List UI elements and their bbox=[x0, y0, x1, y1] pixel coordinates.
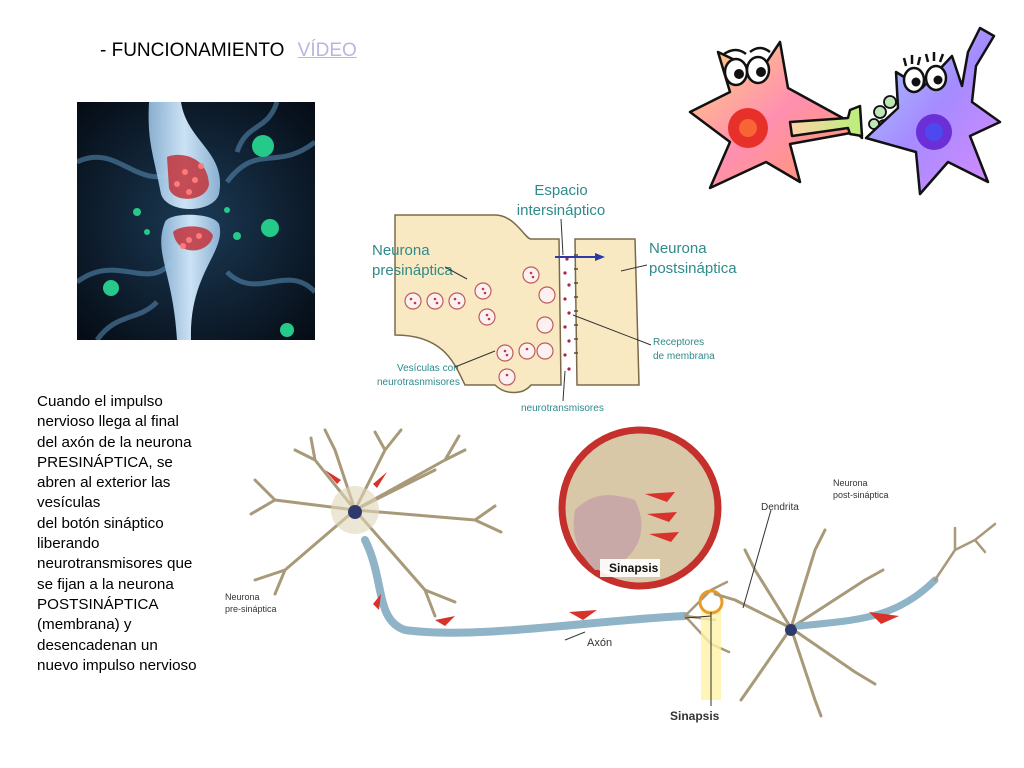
label-neurona-pre-2: pre-sináptica bbox=[225, 604, 277, 614]
neuron-diagram: Sinapsis Neurona pre-sináptica Neurona p… bbox=[225, 426, 997, 723]
label-dendrita: Dendrita bbox=[761, 502, 799, 513]
axon bbox=[361, 536, 689, 637]
paragraph-line: del axón de la neurona bbox=[37, 433, 192, 451]
label-neurona-post-2: post-sináptica bbox=[833, 490, 889, 500]
postsynaptic-membrane bbox=[574, 238, 640, 386]
description-paragraph: Cuando el impulso nervioso llega al fina… bbox=[37, 392, 227, 676]
label-neurona-post-1: Neurona bbox=[833, 478, 868, 488]
label-neurotransmisores: neurotransmisores bbox=[521, 403, 604, 414]
left-cartoon-neuron bbox=[688, 40, 864, 190]
label-neurona-pre-1: Neurona bbox=[225, 592, 260, 602]
paragraph-line: liberando bbox=[37, 535, 100, 553]
video-link[interactable]: VÍDEO bbox=[297, 40, 357, 61]
label-axon: Axón bbox=[587, 637, 612, 649]
label-vesiculas-2: neurotrasnmisores bbox=[377, 377, 460, 388]
synapse-photo bbox=[77, 102, 315, 340]
label-receptores-2: de membrana bbox=[653, 351, 715, 362]
label-pre-1: Neurona bbox=[372, 242, 430, 259]
paragraph-line: nuevo impulso nervioso bbox=[37, 656, 197, 674]
vesicles bbox=[404, 266, 556, 386]
paragraph-line: del botón sináptico bbox=[37, 514, 164, 532]
synapse-schematic-diagram: Espacio intersináptico Neurona presinápt… bbox=[372, 182, 737, 414]
paragraph-line: abren al exterior las bbox=[37, 474, 171, 492]
paragraph-line: PRESINÁPTICA, se bbox=[37, 453, 173, 471]
title-prefix: - FUNCIONAMIENTO bbox=[100, 40, 285, 61]
cartoon-neurons-illustration bbox=[688, 26, 1002, 196]
label-post-2: postsináptica bbox=[649, 260, 737, 277]
label-post-1: Neurona bbox=[649, 240, 707, 257]
label-receptores-1: Receptores bbox=[653, 337, 704, 348]
slide-title: - FUNCIONAMIENTO VÍDEO bbox=[100, 40, 357, 62]
paragraph-line: se fijan a la neurona bbox=[37, 575, 174, 593]
paragraph-line: vesículas bbox=[37, 494, 101, 512]
label-espacio-1: Espacio bbox=[534, 182, 587, 199]
paragraph-line: desencadenan un bbox=[37, 636, 158, 654]
paragraph-line: neurotransmisores que bbox=[37, 555, 193, 573]
label-pre-2: presináptica bbox=[372, 262, 454, 279]
paragraph-line: (membrana) y bbox=[37, 616, 132, 634]
paragraph-line: nervioso llega al final bbox=[37, 413, 179, 431]
synapse-zoom-inset: Sinapsis bbox=[558, 426, 722, 590]
label-vesiculas-1: Vesículas con bbox=[397, 363, 459, 374]
label-sinapsis-bottom: Sinapsis bbox=[670, 709, 720, 723]
paragraph-line: Cuando el impulso bbox=[37, 393, 163, 410]
right-cartoon-neuron bbox=[864, 26, 1002, 196]
postsynaptic-dendrites bbox=[713, 528, 885, 718]
label-espacio-2: intersináptico bbox=[517, 202, 605, 219]
neurotransmitter-dots bbox=[563, 257, 571, 371]
label-sinapsis-inset: Sinapsis bbox=[609, 561, 659, 575]
paragraph-line: POSTSINÁPTICA bbox=[37, 595, 159, 613]
